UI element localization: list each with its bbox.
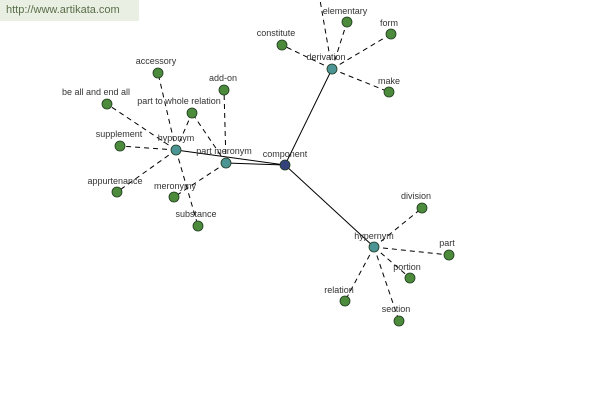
edge-part_meronym-add_on	[223, 89, 227, 164]
label-constitute: constitute	[257, 28, 296, 38]
edge-hypernym-portion	[373, 246, 411, 279]
edge-part_meronym-meronymy	[173, 162, 227, 198]
edge-hyponym-supplement	[119, 145, 177, 151]
node-portion[interactable]	[404, 272, 416, 284]
node-form[interactable]	[385, 28, 397, 40]
label-relation: relation	[324, 285, 354, 295]
node-derivation[interactable]	[326, 63, 338, 75]
edge-part_meronym-part_whole	[191, 112, 227, 164]
nodes-layer	[101, 16, 455, 327]
edge-hyponym-appurtenance	[116, 149, 177, 193]
node-elementary[interactable]	[341, 16, 353, 28]
node-constitute[interactable]	[276, 39, 288, 51]
node-hypernym[interactable]	[368, 241, 380, 253]
label-derivation: derivation	[306, 52, 345, 62]
label-section: section	[382, 304, 411, 314]
label-component: component	[263, 149, 308, 159]
edge-derivation-offscreen	[319, 0, 333, 70]
edge-hyponym-accessory	[157, 72, 177, 151]
label-add-on: add-on	[209, 73, 237, 83]
label-accessory: accessory	[136, 56, 177, 66]
node-supplement[interactable]	[114, 140, 126, 152]
edge-component-hyponym	[175, 149, 286, 166]
watermark-url: http://www.artikata.com	[0, 0, 139, 21]
node-accessory[interactable]	[152, 67, 164, 79]
label-part-whole: part to whole relation	[137, 96, 221, 106]
edge-component-part_meronym	[225, 162, 286, 166]
label-appurtenance: appurtenance	[87, 176, 142, 186]
edge-component-hypernym	[284, 164, 375, 248]
edge-hypernym-division	[373, 207, 423, 248]
node-add-on[interactable]	[218, 84, 230, 96]
node-hyponym[interactable]	[170, 144, 182, 156]
label-part-meronym: part meronym	[196, 146, 252, 156]
label-form: form	[380, 18, 398, 28]
edge-derivation-constitute	[281, 44, 333, 70]
label-division: division	[401, 191, 431, 201]
label-hyponym: hyponym	[158, 133, 195, 143]
node-section[interactable]	[393, 315, 405, 327]
edge-component-derivation	[284, 68, 333, 166]
label-part: part	[439, 238, 455, 248]
node-component[interactable]	[279, 159, 291, 171]
label-meronymy: meronymy	[154, 181, 197, 191]
node-relation[interactable]	[339, 295, 351, 307]
node-part[interactable]	[443, 249, 455, 261]
label-substance: substance	[175, 209, 216, 219]
node-substance[interactable]	[192, 220, 204, 232]
node-part-meronym[interactable]	[220, 157, 232, 169]
edge-hypernym-part	[373, 246, 450, 256]
edge-hypernym-section	[373, 246, 400, 322]
node-part-whole[interactable]	[186, 107, 198, 119]
label-hypernym: hypernym	[354, 231, 394, 241]
edge-hyponym-part_whole	[175, 112, 193, 151]
edge-hyponym-be_all	[106, 103, 177, 151]
edge-hypernym-relation	[344, 246, 375, 302]
node-meronymy[interactable]	[168, 191, 180, 203]
edge-derivation-form	[331, 33, 392, 70]
label-make: make	[378, 76, 400, 86]
edges-layer	[106, 0, 450, 322]
label-portion: portion	[393, 262, 421, 272]
node-be-all[interactable]	[101, 98, 113, 110]
label-supplement: supplement	[96, 129, 143, 139]
label-elementary: elementary	[323, 6, 368, 16]
label-be-all: be all and end all	[62, 87, 130, 97]
node-division[interactable]	[416, 202, 428, 214]
edge-derivation-make	[331, 68, 390, 93]
node-make[interactable]	[383, 86, 395, 98]
node-appurtenance[interactable]	[111, 186, 123, 198]
